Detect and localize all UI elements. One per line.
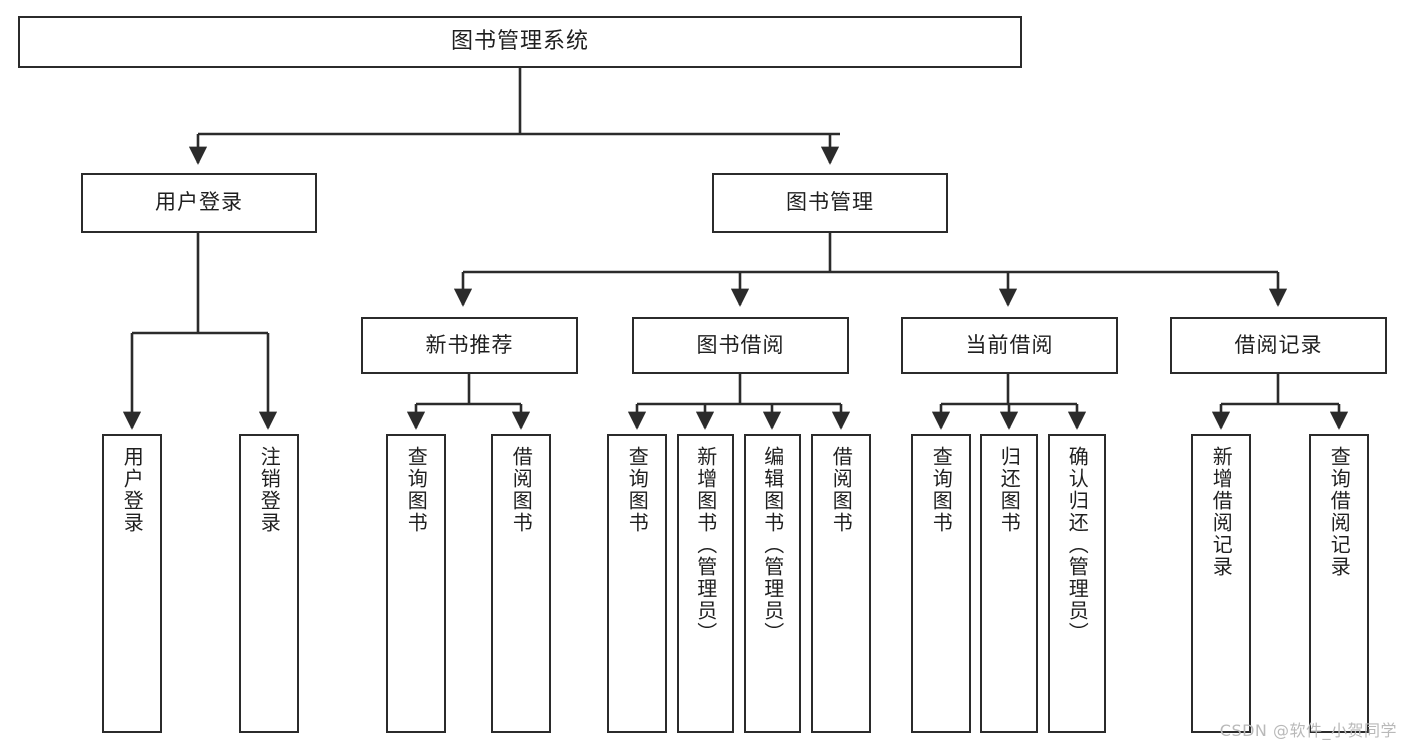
node-label: 当前借阅 [965,332,1054,357]
leaf-query-book-2[interactable]: 查询图书 [607,434,667,733]
node-label: 新书推荐 [425,332,514,357]
leaf-label: 新增借阅记录 [1209,446,1234,578]
node-label: 图书管理 [786,190,874,215]
leaf-return-book[interactable]: 归还图书 [980,434,1038,733]
node-borrow-record[interactable]: 借阅记录 [1170,317,1387,374]
leaf-query-book-3[interactable]: 查询图书 [911,434,971,733]
leaf-user-login[interactable]: 用户登录 [102,434,162,733]
node-label: 图书借阅 [696,332,785,357]
leaf-label: 注销登录 [257,446,282,534]
leaf-add-borrow-record[interactable]: 新增借阅记录 [1191,434,1251,733]
leaf-borrow-book-1[interactable]: 借阅图书 [491,434,551,733]
leaf-logout-login[interactable]: 注销登录 [239,434,299,733]
node-user-login[interactable]: 用户登录 [81,173,317,233]
leaf-edit-book-admin[interactable]: 编辑图书（管理员） [744,434,801,733]
leaf-label: 编辑图书（管理员） [760,446,785,644]
leaf-label: 确认归还（管理员） [1065,446,1090,644]
node-root-system[interactable]: 图书管理系统 [18,16,1022,68]
leaf-borrow-book-2[interactable]: 借阅图书 [811,434,871,733]
leaf-label: 借阅图书 [829,446,854,534]
leaf-query-borrow-record[interactable]: 查询借阅记录 [1309,434,1369,733]
csdn-watermark: CSDN @软件_小贺同学 [1219,721,1397,740]
leaf-label: 归还图书 [997,446,1022,534]
node-label: 借阅记录 [1234,332,1323,357]
leaf-label: 查询图书 [625,446,650,534]
leaf-label: 查询图书 [929,446,954,534]
leaf-label: 查询图书 [404,446,429,534]
node-book-borrow[interactable]: 图书借阅 [632,317,849,374]
leaf-add-book-admin[interactable]: 新增图书（管理员） [677,434,734,733]
leaf-label: 用户登录 [120,446,145,534]
node-current-borrow[interactable]: 当前借阅 [901,317,1118,374]
leaf-label: 新增图书（管理员） [693,446,718,644]
node-new-book-recommend[interactable]: 新书推荐 [361,317,578,374]
leaf-query-book-1[interactable]: 查询图书 [386,434,446,733]
node-book-manage[interactable]: 图书管理 [712,173,948,233]
leaf-label: 查询借阅记录 [1327,446,1352,578]
leaf-confirm-return-admin[interactable]: 确认归还（管理员） [1048,434,1106,733]
node-label: 图书管理系统 [450,28,589,54]
node-label: 用户登录 [155,190,243,215]
leaf-label: 借阅图书 [509,446,534,534]
